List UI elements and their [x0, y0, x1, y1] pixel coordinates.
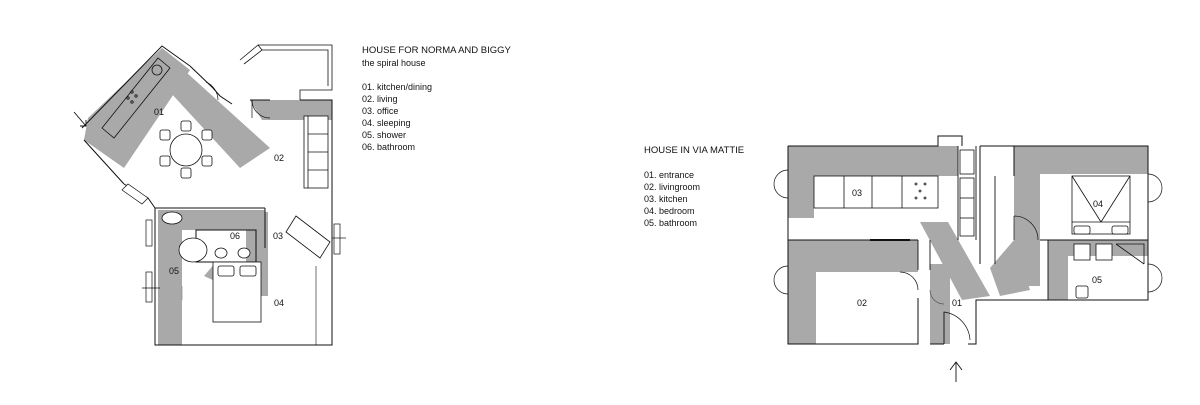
- p1-room-04: 04: [274, 298, 284, 308]
- kitchen-counter-2: [813, 149, 975, 237]
- plan2-legend-item: 01. entrance: [644, 170, 695, 180]
- plan2-legend: 01. entrance 02. livingroom 03. kitchen …: [644, 169, 700, 229]
- p1-room-03: 03: [273, 231, 283, 241]
- dining-table: [159, 120, 213, 179]
- p2-room-04: 04: [1093, 199, 1103, 209]
- office-desk: [285, 215, 331, 259]
- p1-room-06: 06: [230, 231, 240, 241]
- p2-room-05: 05: [1092, 275, 1102, 285]
- plan1-title: HOUSE FOR NORMA AND BIGGY: [362, 45, 511, 56]
- plan2-legend-item: 05. bathroom: [644, 218, 698, 228]
- plan-norma-biggy: 01 02 03 04 05 06: [73, 44, 346, 346]
- plan1-legend-item: 03. office: [362, 106, 399, 116]
- p1-room-05: 05: [169, 266, 179, 276]
- sofa: [303, 115, 329, 189]
- plan-via-mattie: 01 02 03 04 05: [773, 135, 1163, 382]
- p1-room-02: 02: [274, 153, 284, 163]
- plan1-legend-item: 06. bathroom: [362, 142, 416, 152]
- p2-room-03: 03: [852, 188, 862, 198]
- bed: [212, 261, 262, 323]
- bath-fixtures-2: [1073, 243, 1145, 299]
- plan2-legend-item: 04. bedroom: [644, 206, 695, 216]
- circulation-spiral: [84, 48, 332, 345]
- windows-2: [773, 169, 1163, 295]
- entry-arrow-icon: [73, 111, 87, 127]
- plan1-legend-item: 05. shower: [362, 130, 407, 140]
- bed-2: [1071, 175, 1131, 235]
- p1-room-01: 01: [154, 107, 164, 117]
- plan2-legend-item: 03. kitchen: [644, 194, 688, 204]
- balcony: [239, 44, 333, 100]
- exterior-walls-2: [787, 135, 1149, 345]
- doors-2: [899, 215, 1039, 344]
- plan2-title: HOUSE IN VIA MATTIE: [644, 145, 745, 156]
- plan2-legend-item: 02. livingroom: [644, 182, 701, 192]
- p2-room-01: 01: [952, 298, 962, 308]
- plan1-legend-item: 01. kitchen/dining: [362, 82, 433, 92]
- entry-arrow-icon-2: [949, 361, 963, 382]
- kitchen-counter: [101, 57, 171, 139]
- plan1-subtitle: the spiral house: [362, 58, 426, 68]
- circulation-grey: [788, 146, 1148, 344]
- doors: [181, 81, 271, 300]
- plan1-legend-item: 04. sleeping: [362, 118, 411, 128]
- windows: [121, 183, 346, 303]
- plan1-legend-item: 02. living: [362, 94, 398, 104]
- plan1-legend: 01. kitchen/dining 02. living 03. office…: [362, 81, 432, 153]
- p2-room-02: 02: [857, 298, 867, 308]
- bath-fixtures: [161, 211, 251, 263]
